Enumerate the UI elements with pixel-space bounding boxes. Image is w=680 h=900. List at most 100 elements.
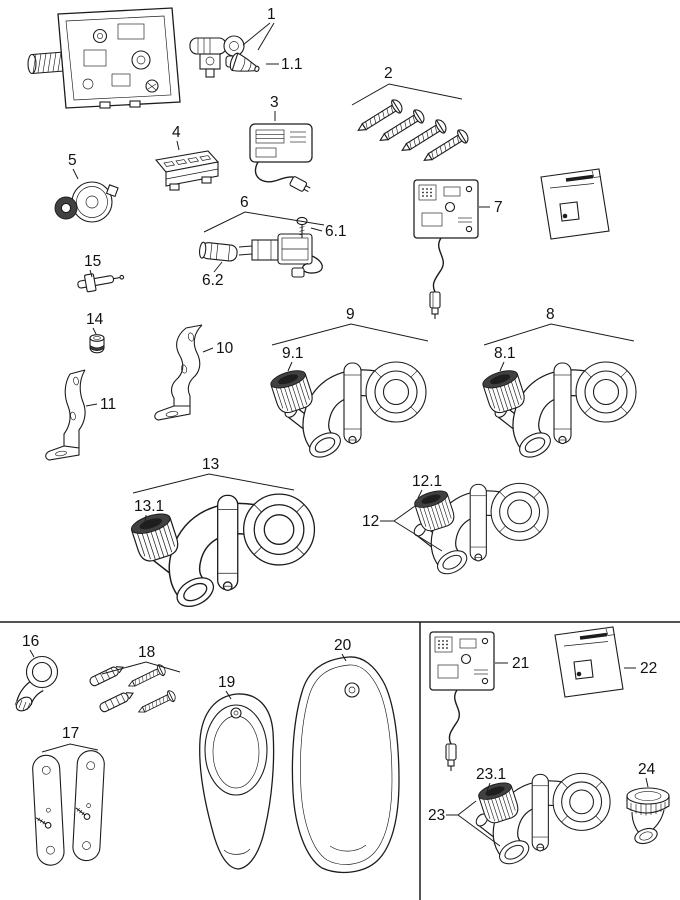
mounting-plate-right-drawing (72, 750, 105, 862)
bracket-drawing (154, 324, 203, 421)
part-label-3: 3 (270, 94, 279, 111)
part-9: 9 9.1 (268, 306, 429, 462)
leader-23-1 (486, 782, 491, 792)
part-18: 18 (88, 644, 181, 718)
part-10: 10 (154, 324, 234, 421)
solenoid-valve-drawing (199, 216, 323, 278)
part-12: 12 12.1 (362, 473, 548, 578)
part-15: 15 (77, 253, 125, 293)
control-unit-drawing (429, 631, 495, 772)
leader-2 (351, 83, 463, 106)
part-label-1-1: 1.1 (281, 56, 303, 73)
mounting-plate-left-drawing (32, 754, 65, 866)
leader-4 (176, 140, 180, 151)
leader-13-1 (144, 514, 147, 525)
part-5: 5 (54, 152, 119, 223)
part-label-21: 21 (512, 655, 529, 672)
part-label-15: 15 (84, 253, 101, 270)
part-label-24: 24 (638, 761, 656, 778)
part-11: 11 (45, 369, 116, 461)
instruction-sheet-top-right (539, 167, 611, 241)
part-label-9: 9 (346, 306, 355, 323)
part-label-2: 2 (384, 65, 393, 82)
leader-9 (271, 323, 429, 346)
part-label-8: 8 (546, 306, 555, 323)
wall-plug-drawing (88, 662, 126, 688)
leader-13 (132, 473, 295, 494)
flush-valve-drawing (189, 35, 245, 78)
leader-9-1 (287, 361, 293, 372)
part-label-9-1: 9.1 (282, 345, 304, 362)
part-3: 3 (249, 94, 313, 193)
instruction-sheet-drawing (553, 625, 625, 699)
part-label-13: 13 (202, 456, 219, 473)
part-1: 1 1.1 (27, 6, 303, 109)
leader-20 (341, 653, 347, 662)
seal-set-drawing (54, 181, 119, 223)
leader-12-1 (417, 489, 423, 499)
part-2: 2 (351, 65, 472, 168)
part-24: 24 (626, 761, 670, 845)
part-label-13-1: 13.1 (134, 498, 164, 515)
part-13: 13 13.1 (128, 456, 314, 612)
leader-5 (72, 168, 79, 180)
part-label-5: 5 (68, 152, 77, 169)
leader-10 (202, 347, 214, 353)
urinal-drawing (199, 693, 275, 870)
leader-23c (457, 814, 501, 847)
leader-6-2 (213, 261, 223, 273)
part-4: 4 (154, 124, 220, 191)
part-label-6-1: 6.1 (325, 223, 347, 240)
part-label-12: 12 (362, 513, 379, 530)
leader-17 (41, 743, 99, 753)
part-23: 23 23.1 (428, 766, 610, 868)
leader-14 (92, 327, 97, 335)
part-7: 7 (413, 179, 503, 320)
power-supply-drawing (249, 123, 313, 193)
mounting-rail-drawing (154, 150, 220, 191)
part-label-11: 11 (100, 396, 116, 413)
cartridge-drawing (199, 241, 238, 262)
leader-18 (101, 661, 181, 675)
part-8: 8 8.1 (481, 306, 636, 462)
part-19: 19 (199, 674, 275, 870)
part-label-18: 18 (138, 644, 155, 661)
part-6: 6 6.1 6.2 (199, 194, 347, 289)
leader-8-1 (499, 361, 505, 372)
leader-6 (203, 211, 325, 233)
leader-1b (257, 22, 275, 51)
part-label-7: 7 (494, 199, 503, 216)
part-label-14: 14 (86, 311, 104, 328)
part-label-1: 1 (267, 6, 276, 23)
pin-drawing (77, 273, 125, 293)
leader-1 (242, 22, 271, 46)
leader-15 (89, 269, 93, 278)
part-label-12-1: 12.1 (412, 473, 442, 490)
part-label-6-2: 6.2 (202, 272, 224, 289)
plug-drawing (289, 176, 311, 193)
part-label-6: 6 (240, 194, 249, 211)
control-box-drawing (27, 7, 181, 109)
elbow-connector-drawing (14, 655, 59, 712)
valve-plug-drawing (229, 52, 260, 73)
leader-6-1 (310, 227, 323, 232)
part-label-17: 17 (62, 725, 79, 742)
screw-drawing (135, 688, 178, 718)
part-label-20: 20 (334, 637, 352, 654)
leader-8 (483, 323, 635, 346)
part-label-23-1: 23.1 (476, 766, 506, 783)
leader-24 (645, 777, 649, 788)
leader-12c (393, 520, 443, 552)
part-label-4: 4 (172, 124, 181, 141)
part-label-19: 19 (218, 674, 235, 691)
leader-11 (85, 403, 98, 407)
screw-drawing (125, 662, 168, 692)
bracket-drawing (45, 369, 86, 461)
part-label-23: 23 (428, 807, 445, 824)
part-label-16: 16 (22, 633, 39, 650)
control-unit-drawing (413, 179, 479, 320)
part-16: 16 (14, 633, 59, 712)
part-label-10: 10 (216, 340, 234, 357)
